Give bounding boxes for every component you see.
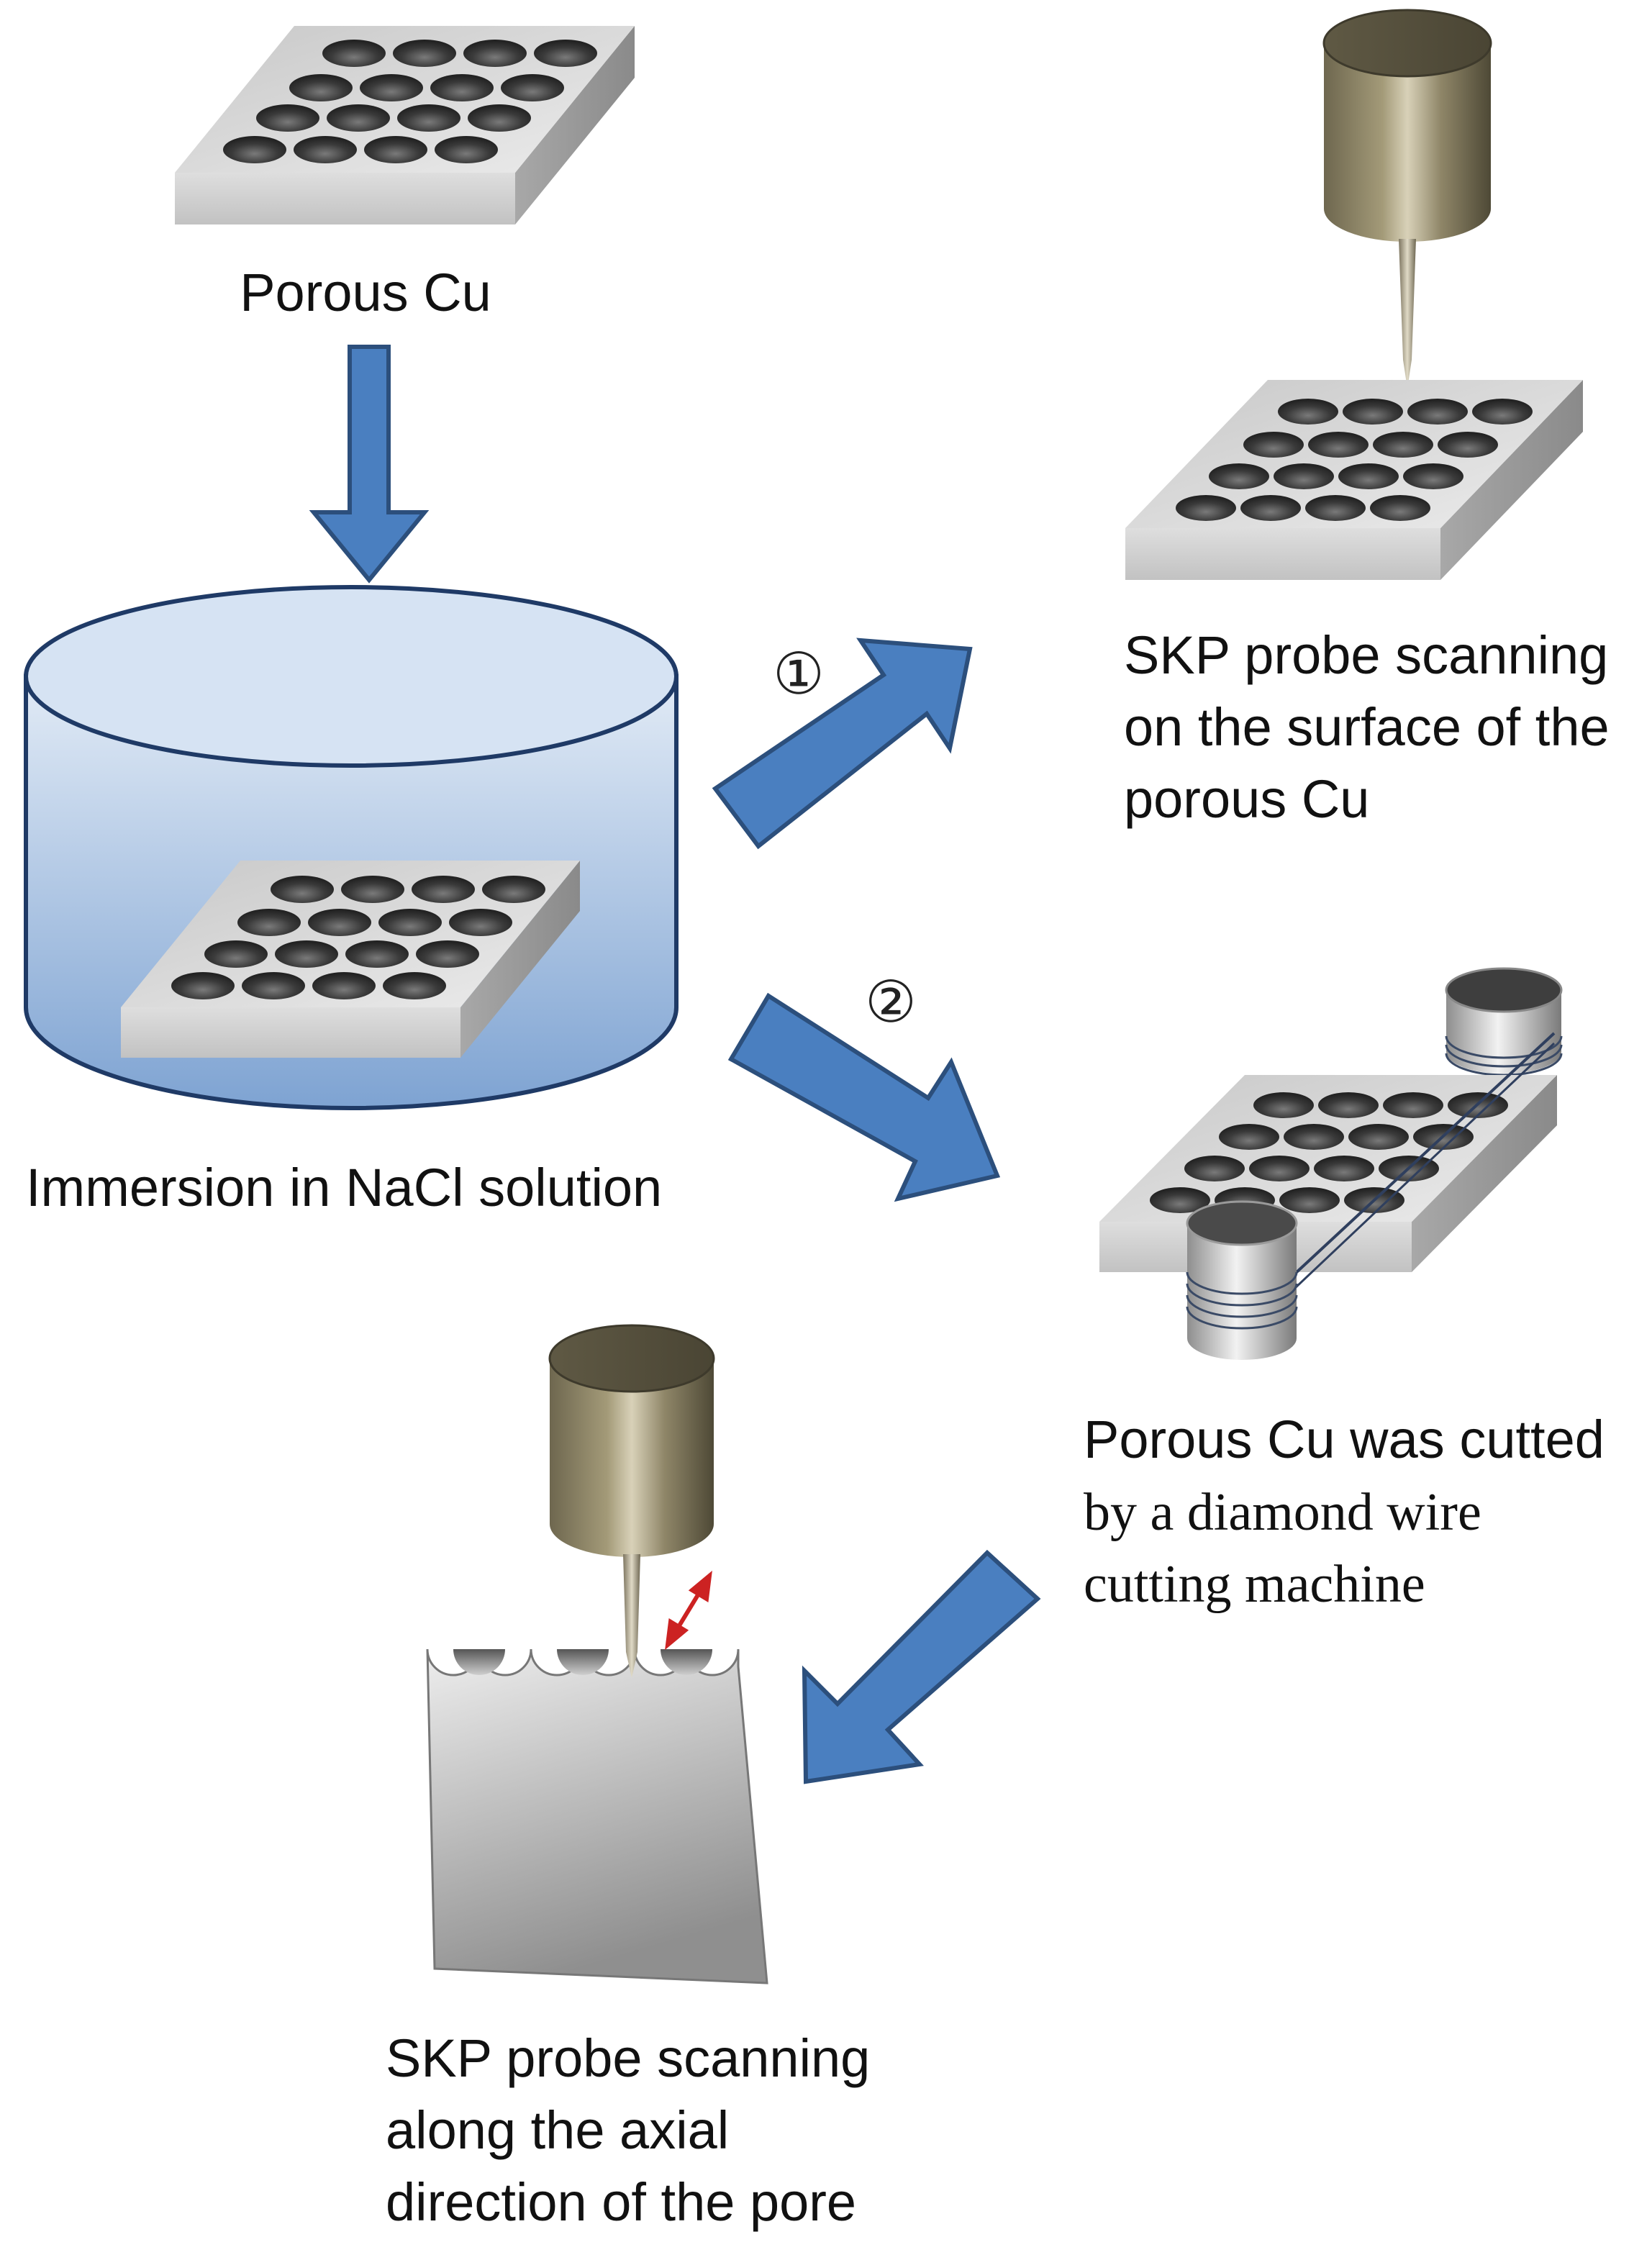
axial-skp-probe-icon xyxy=(548,1324,715,1678)
immersed-plate-icon xyxy=(121,861,580,1058)
pore-holes xyxy=(223,40,597,163)
wire-cutting-label: Porous Cu was cutted by a diamond wire c… xyxy=(1084,1410,1607,1614)
route-2-marker: ② xyxy=(865,968,917,1035)
pore-grooves xyxy=(453,1649,712,1675)
surface-plate-icon xyxy=(1125,380,1583,580)
nacl-beaker-icon xyxy=(24,585,678,1110)
skp-surface-label: SKP probe scanning on the surface of the… xyxy=(1124,625,1624,829)
skp-axial-label: SKP probe scanning along the axial direc… xyxy=(386,2028,885,2232)
down-arrow-icon xyxy=(309,345,430,584)
porous-cu-label: Porous Cu xyxy=(240,263,491,322)
cut-cross-section-icon xyxy=(426,1648,768,1984)
route-1-arrow-icon xyxy=(712,638,973,850)
double-arrow-icon xyxy=(665,1570,712,1651)
skp-probe-icon xyxy=(1322,9,1492,389)
to-cross-section-arrow-icon xyxy=(802,1549,1041,1784)
immersion-label: Immersion in NaCl solution xyxy=(26,1158,662,1217)
route-2-arrow-icon xyxy=(727,992,1001,1202)
porous-cu-plate-icon xyxy=(175,26,635,224)
route-1-marker: ① xyxy=(773,640,825,707)
diamond-wire-saw-icon xyxy=(1099,967,1563,1360)
